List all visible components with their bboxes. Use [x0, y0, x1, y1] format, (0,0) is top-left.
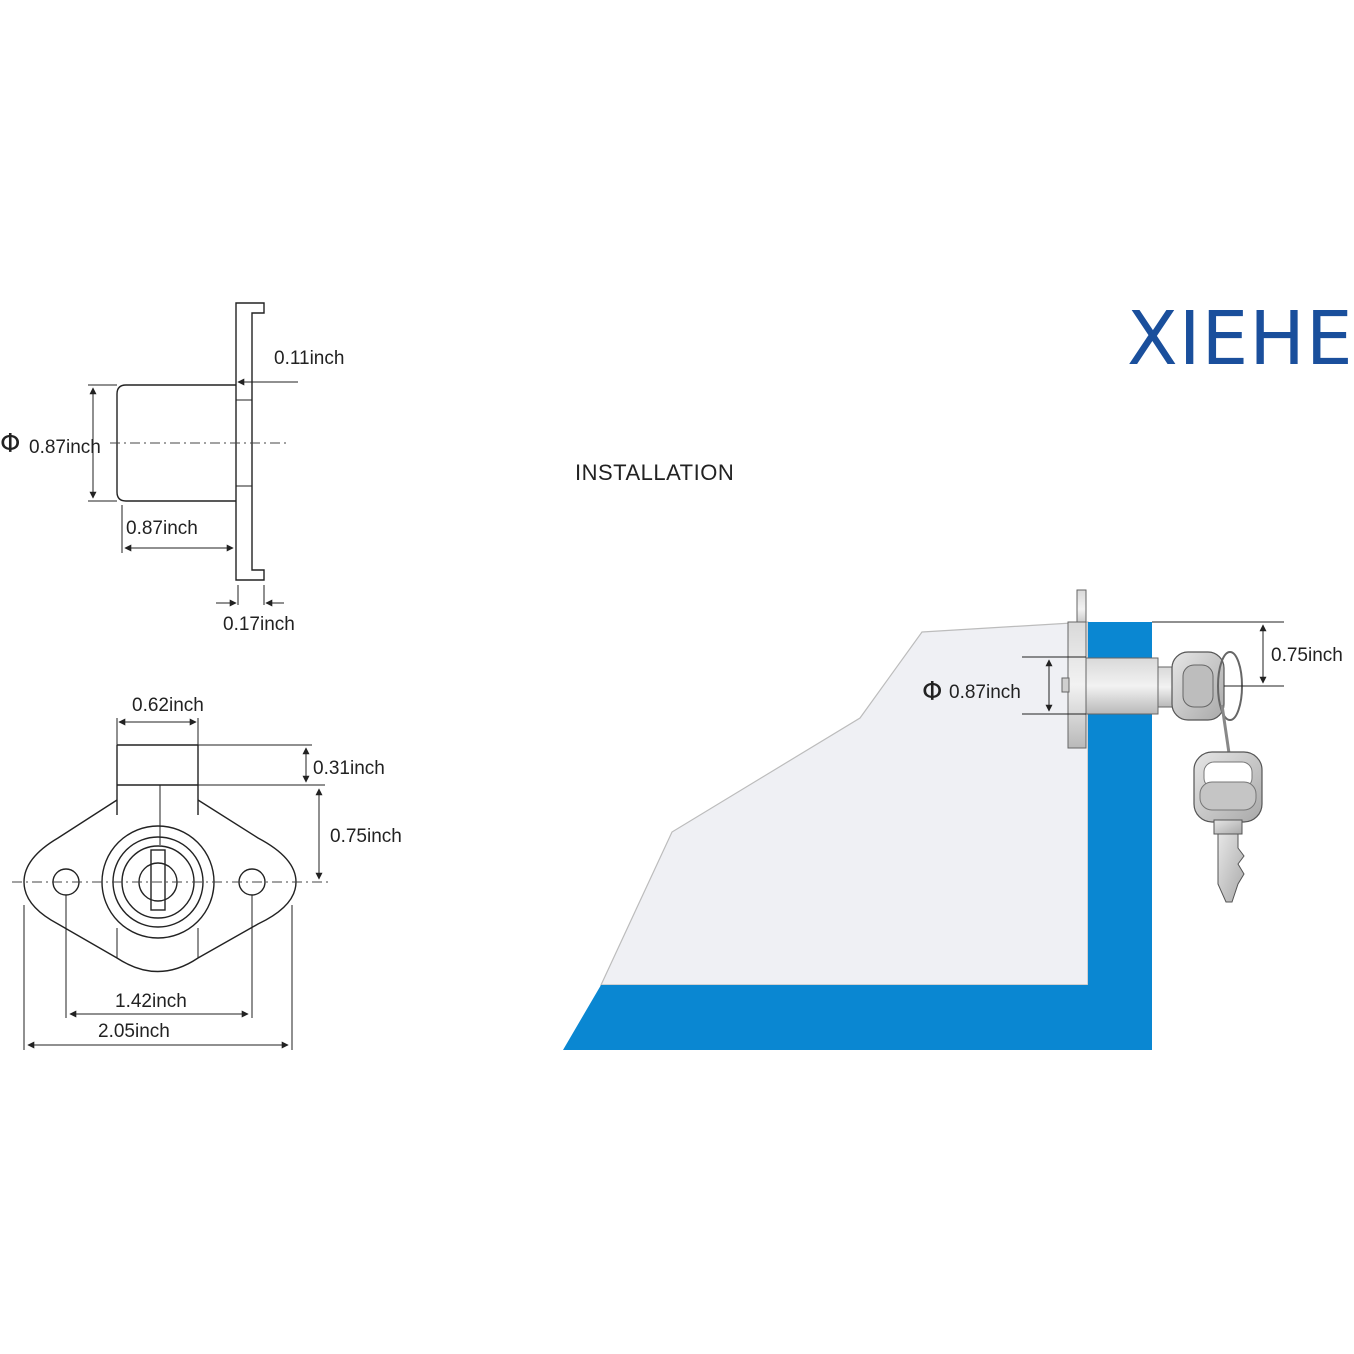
hole-spacing-label: 1.42inch — [115, 991, 187, 1012]
center-to-top-label: 0.75inch — [330, 826, 402, 847]
diameter-symbol: Φ — [0, 429, 20, 459]
overall-width-label: 2.05inch — [98, 1021, 170, 1042]
tongue-width-label: 0.62inch — [132, 695, 204, 716]
install-diameter-symbol: Φ — [922, 677, 942, 707]
brand-logo: XIEHE — [1127, 296, 1354, 382]
tongue-height-label: 0.31inch — [313, 758, 385, 779]
body-length-label: 0.87inch — [126, 518, 198, 539]
drawer-panel — [600, 621, 1089, 986]
installation-drawing — [563, 589, 1284, 1050]
base-thickness-label: 0.17inch — [223, 614, 295, 635]
diameter-label: 0.87inch — [29, 437, 101, 458]
flange-thickness-label: 0.11inch — [274, 348, 344, 369]
front-view-drawing — [12, 718, 330, 1050]
install-diameter-label: 0.87inch — [949, 682, 1021, 703]
install-offset-label: 0.75inch — [1271, 645, 1343, 666]
installation-title: INSTALLATION — [575, 460, 734, 485]
side-view-drawing — [88, 302, 298, 607]
